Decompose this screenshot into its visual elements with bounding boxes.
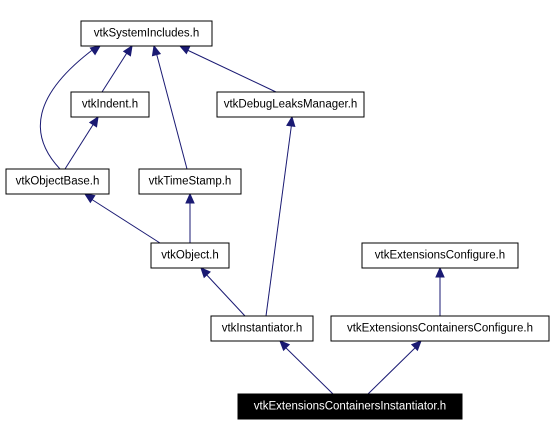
- node-label: vtkExtensionsConfigure.h: [375, 250, 505, 262]
- arrow-head-icon: [286, 115, 296, 128]
- node-label: vtkInstantiator.h: [222, 323, 303, 335]
- edge-indent-to-sysinc: [101, 44, 133, 93]
- node-label: vtkObjectBase.h: [16, 176, 100, 188]
- arrow-head-icon: [178, 45, 191, 55]
- edge-inst-to-object: [200, 267, 246, 317]
- edge-line: [64, 119, 97, 170]
- edge-objbase-to-sysinc: [39, 45, 101, 170]
- arrow-head-icon: [410, 340, 422, 352]
- edge-debug-to-sysinc: [178, 45, 277, 93]
- node-vtk-object[interactable]: vtkObject.h: [150, 242, 230, 269]
- edge-extcontconf-to-extconf: [435, 266, 445, 316]
- node-vtk-debug-leaks-manager[interactable]: vtkDebugLeaksManager.h: [216, 91, 365, 118]
- node-label: vtkExtensionsContainersConfigure.h: [347, 323, 533, 335]
- node-vtk-extensions-configure[interactable]: vtkExtensionsConfigure.h: [361, 242, 519, 269]
- node-vtk-indent[interactable]: vtkIndent.h: [70, 91, 150, 118]
- edge-line: [203, 271, 246, 317]
- arrow-head-icon: [89, 45, 101, 56]
- node-vtk-extensions-containers-configure[interactable]: vtkExtensionsContainersConfigure.h: [330, 315, 550, 342]
- arrow-head-icon: [151, 44, 162, 57]
- node-label: vtkIndent.h: [82, 99, 138, 111]
- edge-inst-to-debug: [265, 115, 296, 317]
- edge-line: [39, 47, 96, 170]
- arrow-head-icon: [200, 267, 211, 279]
- edge-timestamp-to-sysinc: [151, 44, 188, 170]
- edge-objbase-to-indent: [64, 115, 99, 170]
- node-label: vtkExtensionsContainersInstantiator.h: [254, 401, 446, 413]
- edge-line: [182, 47, 277, 93]
- node-label: vtkObject.h: [161, 250, 219, 262]
- node-vtk-time-stamp[interactable]: vtkTimeStamp.h: [138, 168, 242, 195]
- edge-object-to-objbase: [83, 193, 161, 244]
- arrow-head-icon: [83, 193, 96, 204]
- node-label: vtkTimeStamp.h: [149, 176, 232, 188]
- node-vtk-extensions-containers-instantiator[interactable]: vtkExtensionsContainersInstantiator.h: [237, 393, 463, 420]
- arrow-head-icon: [435, 266, 445, 278]
- edge-line: [154, 47, 188, 170]
- edge-line: [87, 196, 161, 244]
- arrow-head-icon: [88, 115, 99, 128]
- node-vtk-system-includes[interactable]: vtkSystemIncludes.h: [80, 20, 213, 47]
- edge-target-to-extcontconf: [367, 340, 422, 395]
- edge-line: [282, 344, 334, 395]
- arrow-head-icon: [279, 340, 291, 352]
- node-label: vtkDebugLeaksManager.h: [224, 99, 358, 111]
- arrow-head-icon: [185, 192, 195, 204]
- edge-line: [265, 120, 293, 317]
- edge-object-to-timestamp: [185, 192, 195, 243]
- node-label: vtkSystemIncludes.h: [94, 28, 199, 40]
- graph-edges: [39, 44, 445, 395]
- edge-line: [367, 344, 419, 395]
- edge-target-to-inst: [279, 340, 334, 395]
- arrow-head-icon: [122, 44, 133, 57]
- node-vtk-instantiator[interactable]: vtkInstantiator.h: [210, 315, 314, 342]
- node-vtk-object-base[interactable]: vtkObjectBase.h: [5, 168, 110, 195]
- edge-line: [101, 47, 131, 93]
